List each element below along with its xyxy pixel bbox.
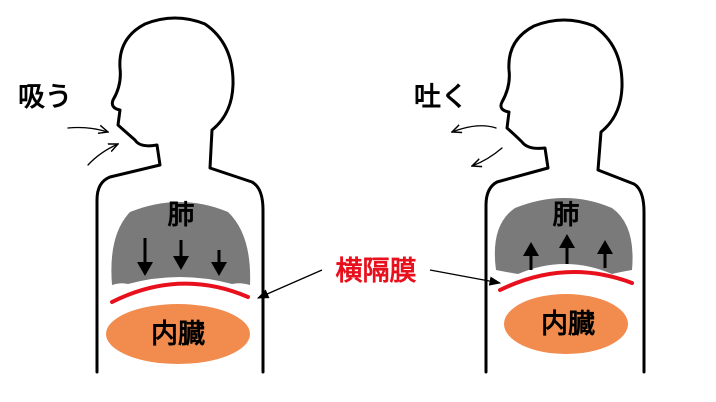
exhale-lung-arrows [523,234,613,270]
arrow-up-icon [559,234,575,264]
inhale-lung-label: 肺 [168,200,195,231]
inhale-body-outline [95,16,265,374]
exhale-air-arrows [452,126,503,166]
diaphragm-pointer-left [256,269,323,299]
inhale-diaphragm [110,281,250,304]
air-arrow-icon [472,147,503,166]
inhale-viscera-label: 内臓 [151,319,205,350]
arrow-down-icon [173,240,189,270]
arrow-up-icon [523,242,539,270]
diaphragm-pointer-right [429,269,502,286]
air-arrow-icon [452,126,497,132]
exhale-label: 吐く [414,82,468,113]
air-arrow-icon [87,144,118,166]
exhale-body-outline [484,18,646,374]
inhale-viscera [106,304,250,364]
exhale-lung-label: 肺 [553,200,580,231]
inhale-figure: 吸う 肺 内臓 [18,16,265,374]
diaphragm-callout: 横隔膜 [256,256,502,299]
arrow-up-icon [597,240,613,268]
exhale-figure: 吐く 肺 内臓 [414,18,646,374]
exhale-viscera-label: 内臓 [541,309,595,340]
inhale-lung-arrows [137,238,227,276]
arrow-down-icon [137,238,153,276]
arrow-down-icon [211,250,227,276]
exhale-diaphragm [498,270,634,292]
inhale-label: 吸う [18,82,72,113]
diaphragm-label: 横隔膜 [336,256,417,287]
air-arrow-icon [67,128,108,133]
inhale-air-arrows [67,128,118,166]
exhale-viscera [504,294,628,354]
